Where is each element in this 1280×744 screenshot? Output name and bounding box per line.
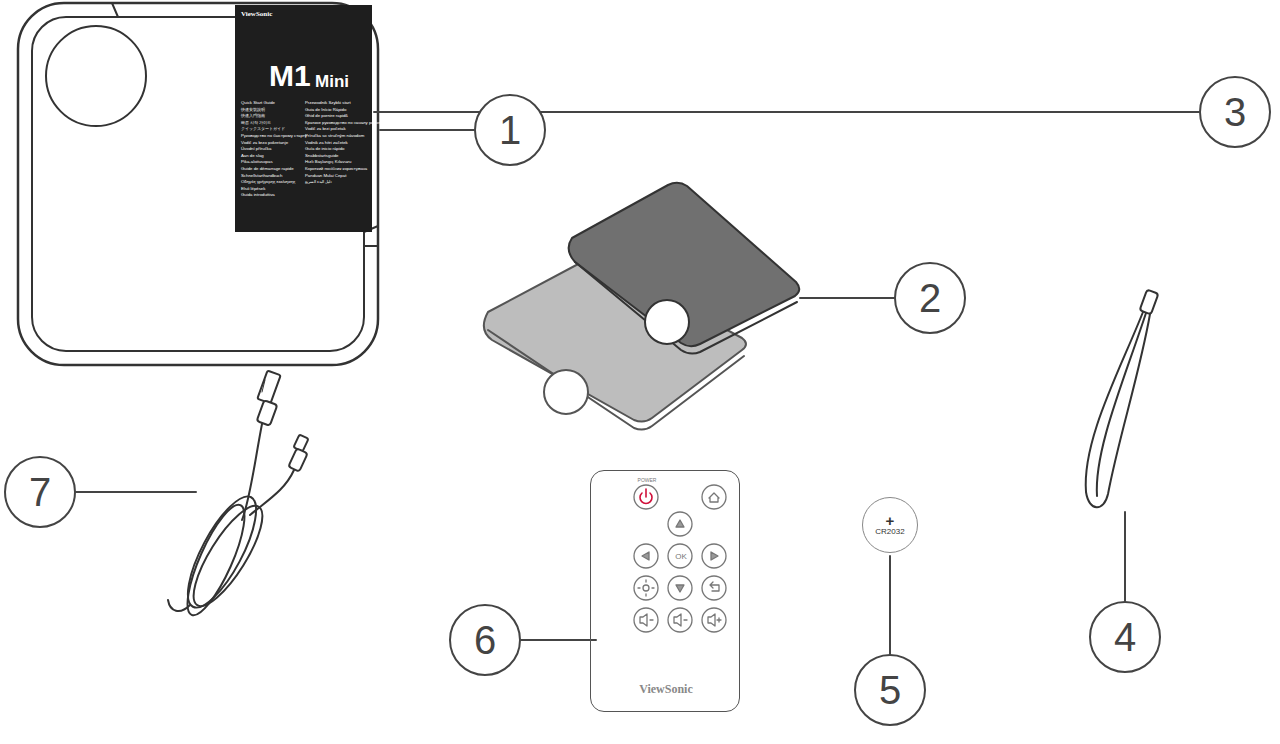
- callout-number: 1: [474, 94, 546, 166]
- label-text: クイックスタートガイド: [241, 127, 285, 131]
- label-text: 빠른 시작 가이드: [241, 121, 271, 125]
- label-text: POWER: [638, 478, 657, 483]
- label-text: Aan de slag: [241, 154, 264, 158]
- remote-buttons: [634, 485, 726, 632]
- label-text: Короткий посібник користувача: [305, 167, 367, 171]
- callout-number: 2: [919, 278, 941, 318]
- label-text: Első lépések: [241, 187, 265, 191]
- callout-number: 6: [449, 604, 521, 676]
- label-text: دليل البدء السريع: [305, 180, 332, 184]
- label-text: Úvodní příručka: [241, 147, 271, 151]
- label-text: Przewodnik Szybki start: [305, 101, 351, 105]
- label-text: ViewSonic: [241, 11, 272, 18]
- callout-number: 3: [1224, 92, 1246, 132]
- label-text: ViewSonic: [639, 683, 693, 695]
- callout-number: 4: [1114, 617, 1136, 657]
- label-text: 快速入門指南: [241, 114, 265, 118]
- label-text: Guide de démarrage rapide: [241, 167, 294, 171]
- label-text: Pika-aloitusopas: [241, 160, 273, 164]
- label-text: +: [886, 513, 895, 528]
- label-text: Vodič za brzi početak: [305, 127, 346, 131]
- wrist-strap: [1086, 290, 1159, 508]
- label-text: OK: [675, 553, 687, 561]
- usb-cable: [168, 371, 308, 622]
- label-text: M1: [269, 61, 311, 91]
- leader-lines: [76, 112, 1199, 654]
- callout-number: 1: [499, 110, 521, 150]
- callout-number: 5: [879, 670, 901, 710]
- label-text: Snabbstartsguide: [305, 154, 338, 158]
- callout-number: 7: [29, 472, 51, 512]
- label-text: Príručka so stručným návodom: [305, 134, 364, 138]
- battery-cell: +CR2032: [862, 497, 918, 553]
- callout-number: 7: [4, 456, 76, 528]
- label-text: Hızlı Başlangıç Kılavuzu: [305, 160, 351, 164]
- callout-number: 5: [854, 654, 926, 726]
- label-text: Ghid de pornire rapidă: [305, 114, 348, 118]
- label-text: CR2032: [875, 528, 904, 537]
- label-text: Guida introduttiva: [241, 193, 275, 197]
- label-text: Vodnik za hitri začetek: [305, 141, 348, 145]
- label-text: Schnellstarthandbuch: [241, 174, 282, 178]
- label-text: Краткое руководство по началу работы: [305, 121, 384, 125]
- projector: [18, 3, 378, 365]
- label-text: Οδηγός γρήγορης εκκίνησης: [241, 180, 295, 184]
- mounting-plates: [484, 183, 799, 430]
- callout-number: 2: [894, 262, 966, 334]
- callout-number: 4: [1089, 601, 1161, 673]
- quick-start-guide: ViewSonicM1MiniQuick Start Guide 快速安裝說明快速…: [235, 5, 372, 232]
- remote-control: POWER OK ViewSonic: [590, 470, 740, 712]
- label-text: Vodič za brzo pokretanje: [241, 141, 288, 145]
- label-text: Guia de Início Rápido: [305, 108, 346, 112]
- label-text: Руководство по быстрому старту: [241, 134, 307, 138]
- label-text: Quick Start Guide: [241, 101, 275, 105]
- label-text: Panduan Mulai Cepat: [305, 174, 346, 178]
- callout-number: 3: [1199, 76, 1271, 148]
- label-text: Mini: [315, 73, 349, 90]
- label-text: Guía de inicio rápido: [305, 147, 344, 151]
- callout-number: 6: [474, 620, 496, 660]
- label-text: 快速安裝說明: [241, 108, 265, 112]
